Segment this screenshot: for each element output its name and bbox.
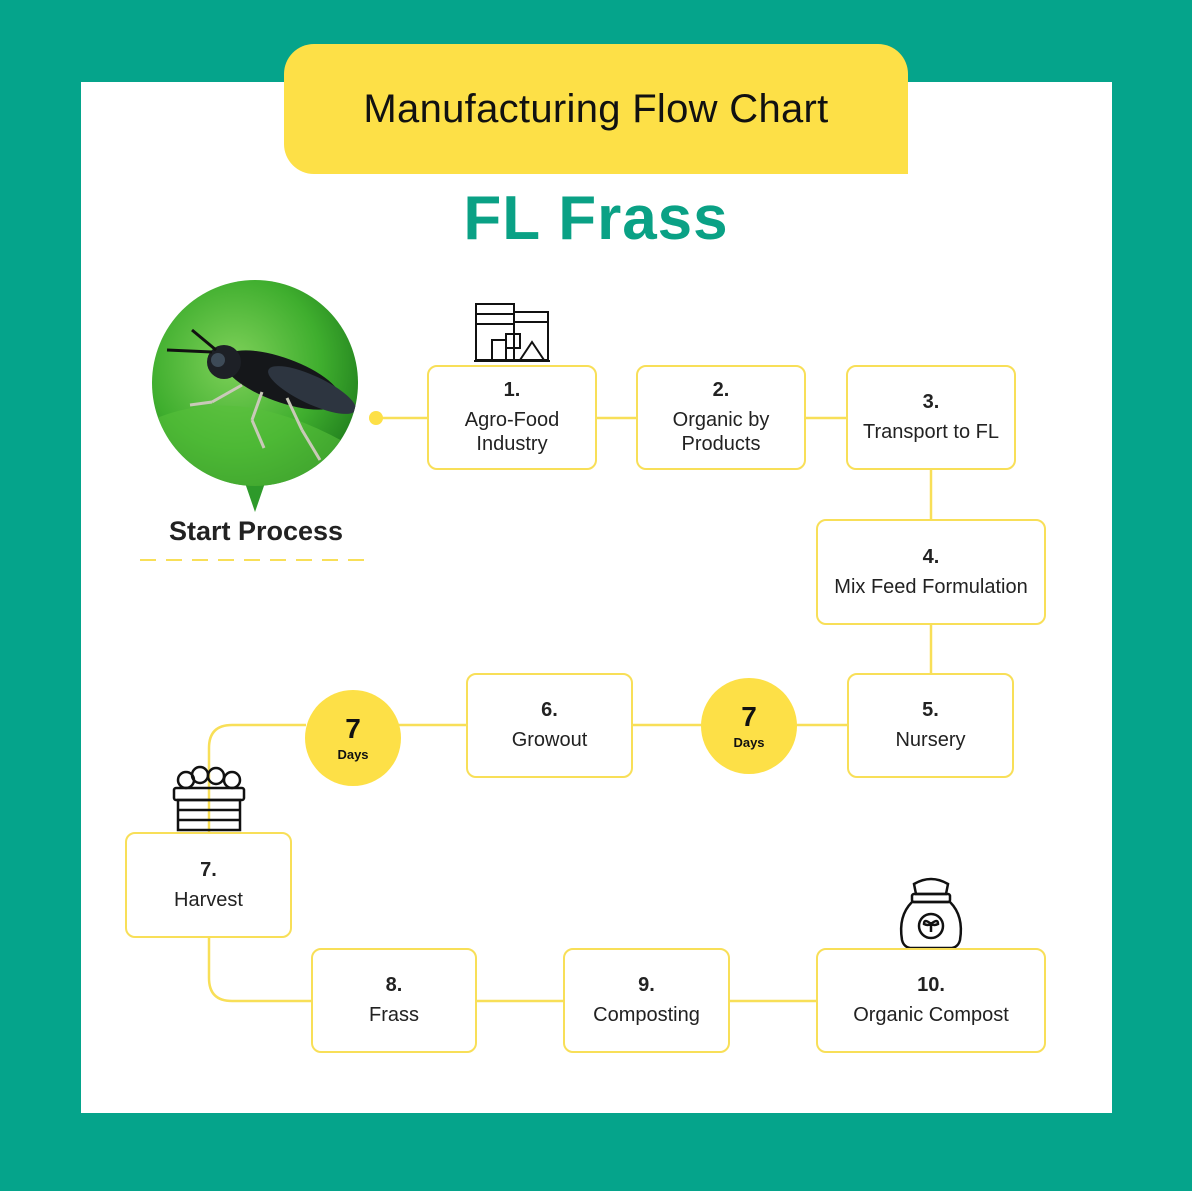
start-underline xyxy=(140,559,372,561)
step-label: Organic by Products xyxy=(672,409,770,455)
step-2-box: 2. Organic by Products xyxy=(636,365,806,470)
step-number: 4. xyxy=(922,545,940,568)
step-label: Growout xyxy=(511,729,588,751)
step-number: 3. xyxy=(922,391,940,413)
compost-bag-icon xyxy=(899,877,963,950)
step-8-box: 8. Frass xyxy=(311,948,477,1053)
duration-value: 7 xyxy=(345,712,361,744)
step-number: 1. xyxy=(503,379,521,401)
step-5-box: 5. Nursery xyxy=(847,673,1014,778)
crate-icon xyxy=(172,765,246,832)
step-label: Frass xyxy=(369,1004,419,1026)
step-number: 6. xyxy=(541,699,558,721)
duration-badge: 7 Days xyxy=(701,678,797,774)
step-label: Transport to FL xyxy=(863,421,999,443)
step-label: Harvest xyxy=(174,888,243,911)
step-number: 9. xyxy=(638,974,655,996)
start-process-label: Start Process xyxy=(168,516,344,546)
step-7-box: 7. Harvest xyxy=(125,832,292,938)
step-label: Nursery xyxy=(895,729,966,751)
duration-unit: Days xyxy=(337,746,369,762)
step-label: Composting xyxy=(593,1004,700,1026)
duration-badge: 7 Days xyxy=(305,690,401,786)
step-label: Agro-Food Industry xyxy=(464,409,560,455)
step-label: Mix Feed Formulation xyxy=(834,575,1028,598)
step-6-box: 6. Growout xyxy=(466,673,633,778)
step-4-box: 4. Mix Feed Formulation xyxy=(816,519,1046,625)
chart-subtitle: FL Frass xyxy=(463,184,729,253)
step-number: 5. xyxy=(922,699,939,721)
step-label: Organic Compost xyxy=(853,1004,1009,1026)
step-3-box: 3. Transport to FL xyxy=(846,365,1016,470)
step-10-box: 10. Organic Compost xyxy=(816,948,1046,1053)
step-number: 10. xyxy=(917,974,945,996)
chart-title: Manufacturing Flow Chart xyxy=(284,44,908,174)
duration-value: 7 xyxy=(741,700,757,732)
step-number: 7. xyxy=(200,858,217,881)
step-number: 8. xyxy=(385,974,403,996)
fly-photo xyxy=(152,280,358,512)
step-1-box: 1. Agro-Food Industry xyxy=(427,365,597,470)
step-9-box: 9. Composting xyxy=(563,948,730,1053)
step-number: 2. xyxy=(712,379,730,401)
duration-unit: Days xyxy=(733,734,765,750)
factory-icon xyxy=(474,303,550,362)
